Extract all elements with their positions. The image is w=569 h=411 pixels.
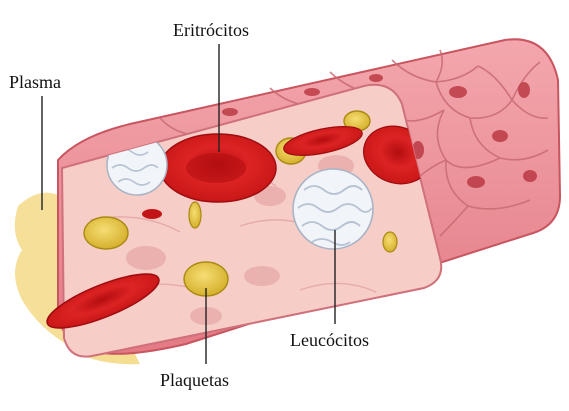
platelet: [383, 232, 397, 252]
label-eritrocitos: Eritrócitos: [173, 21, 249, 39]
label-plaquetas: Plaquetas: [160, 371, 229, 389]
red-blood-cell: [142, 209, 162, 219]
label-leucocitos: Leucócitos: [290, 331, 369, 349]
leukocyte: [293, 169, 373, 249]
label-plasma: Plasma: [9, 73, 61, 91]
platelet: [84, 217, 128, 249]
platelet: [189, 202, 201, 228]
